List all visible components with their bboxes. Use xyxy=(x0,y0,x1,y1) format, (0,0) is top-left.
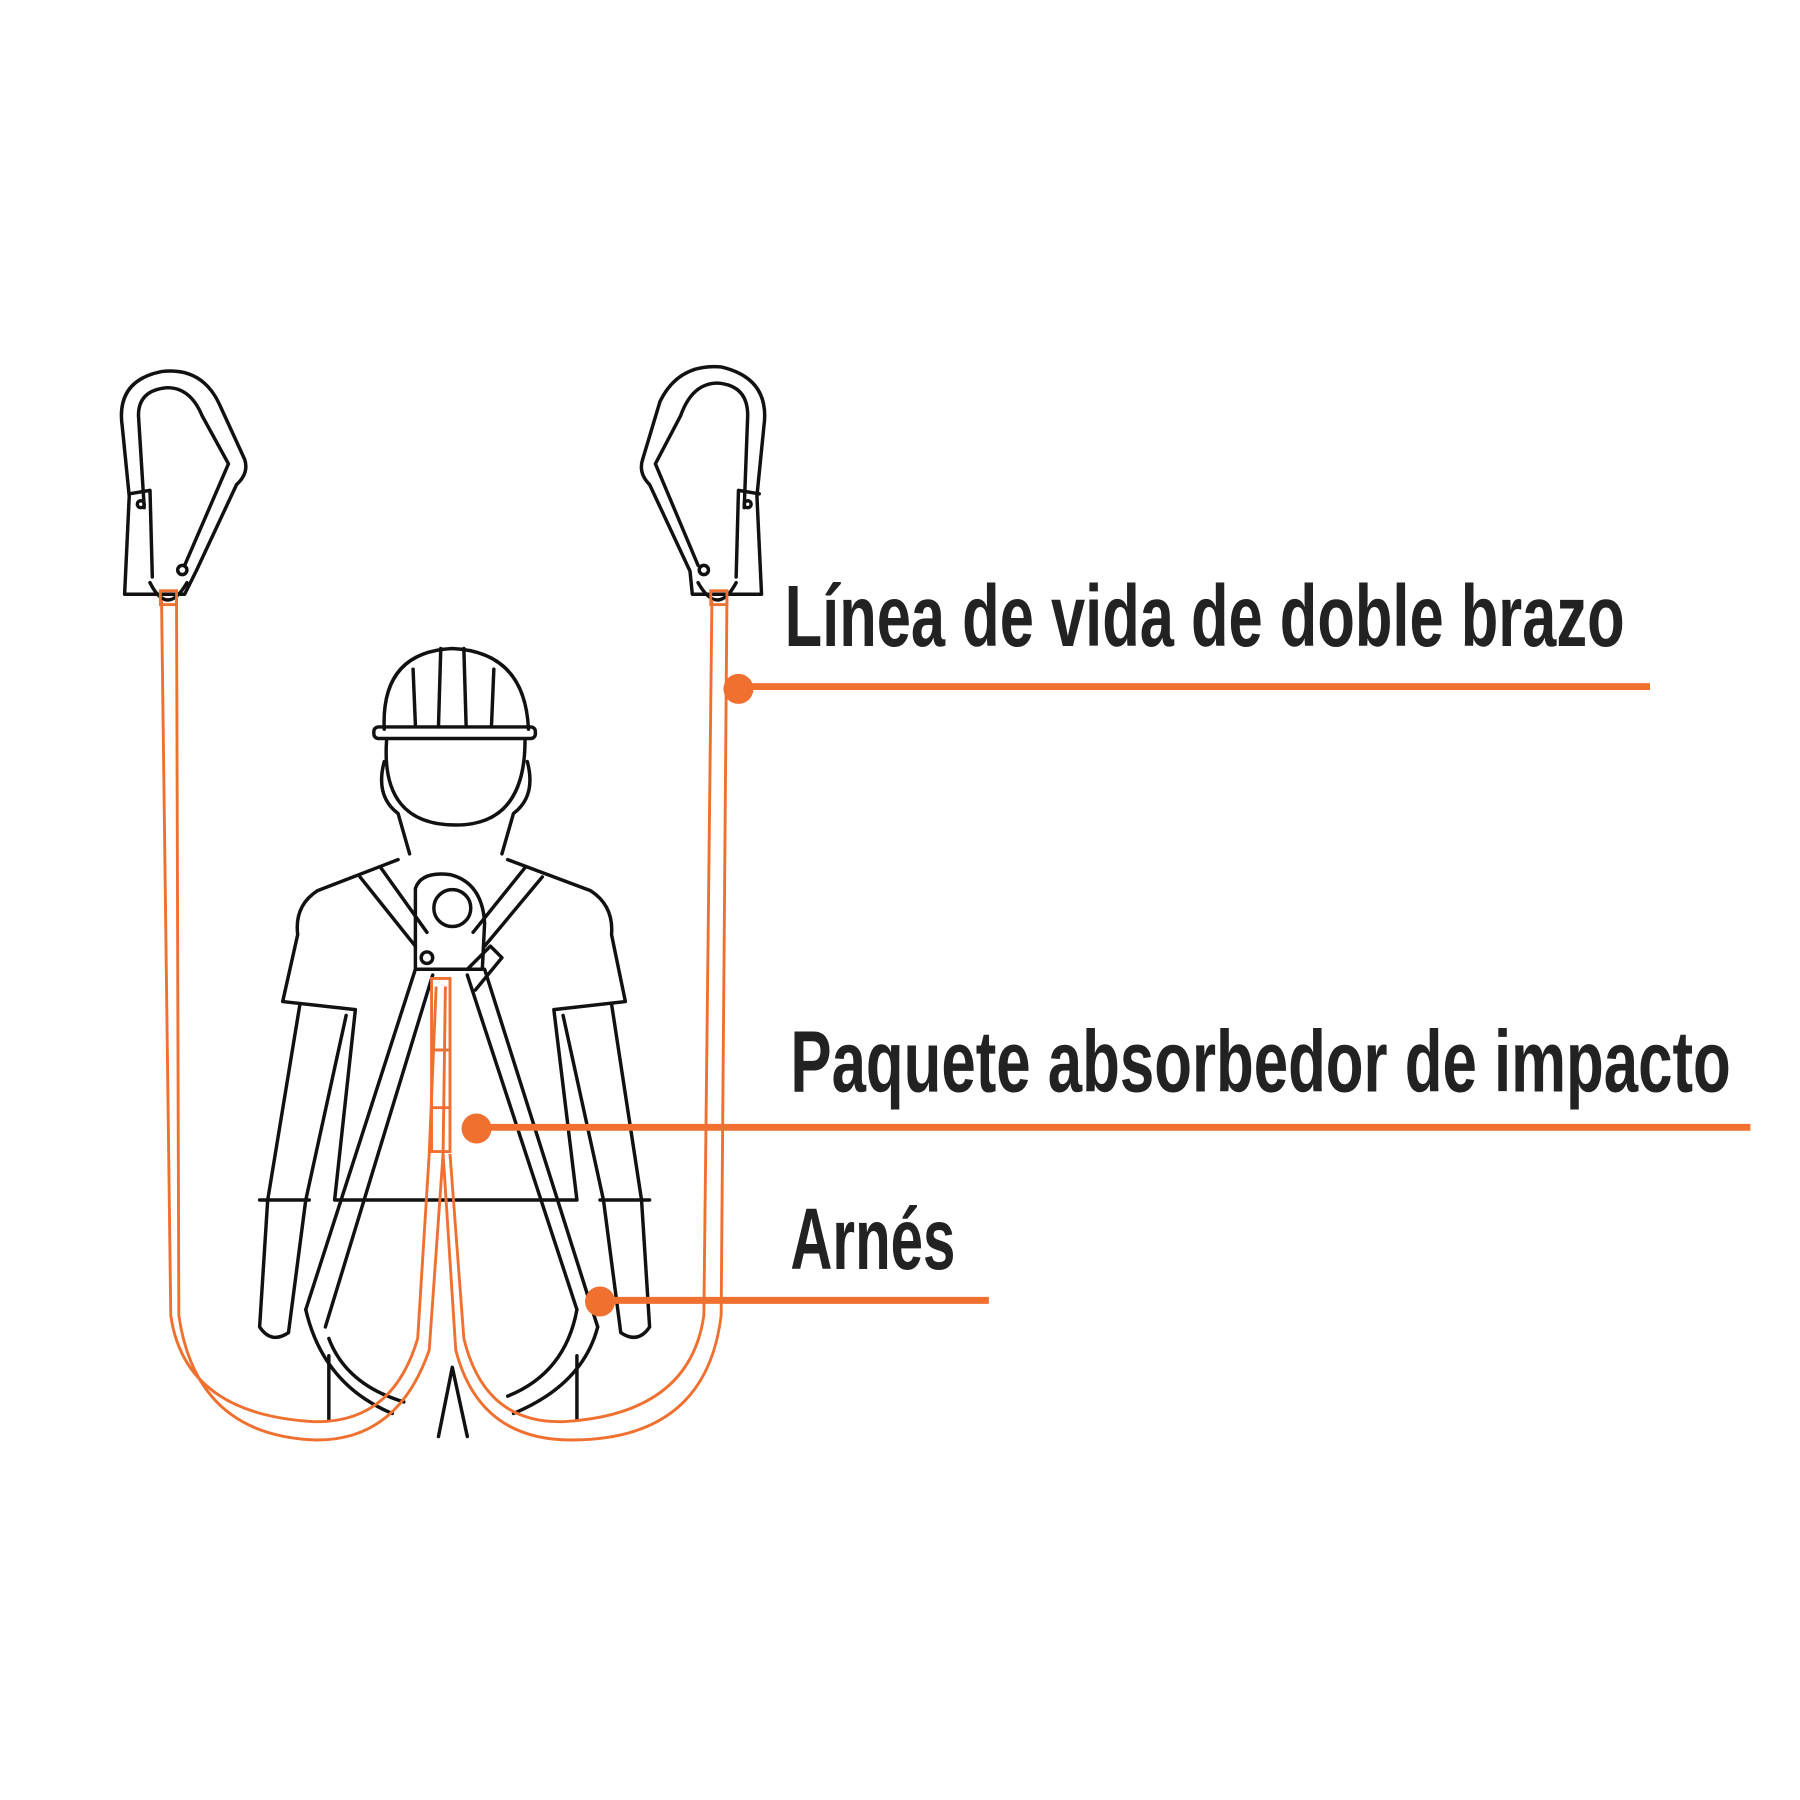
callout-shock-absorber: Paquete absorbedor de impacto xyxy=(461,1013,1751,1144)
callout-harness: Arnés xyxy=(585,1190,989,1317)
shock-absorber-pack xyxy=(430,977,452,1153)
right-snap-hook-icon xyxy=(639,364,767,602)
worker-figure xyxy=(257,646,652,1439)
label-shock-absorber: Paquete absorbedor de impacto xyxy=(790,1013,1730,1111)
left-snap-hook-icon xyxy=(119,369,248,602)
callout-lifeline: Línea de vida de doble brazo xyxy=(723,567,1650,704)
double-lanyard xyxy=(158,589,729,1442)
label-lifeline: Línea de vida de doble brazo xyxy=(785,567,1625,665)
label-harness: Arnés xyxy=(790,1190,955,1288)
